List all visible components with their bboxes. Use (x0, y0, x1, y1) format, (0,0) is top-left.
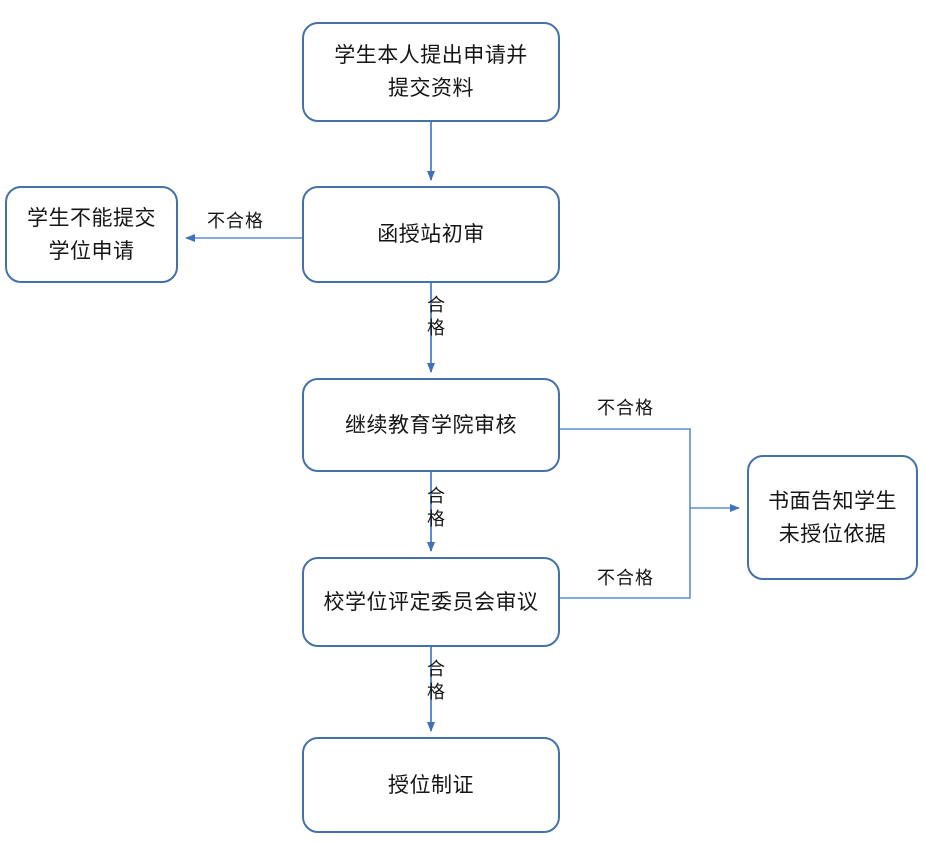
node-label: 函授站初审 (377, 222, 485, 247)
edge-label-pass-committee: 合格 (427, 659, 446, 704)
node-student-application[interactable]: 学生本人提出申请并 提交资料 (302, 22, 560, 122)
node-label: 校学位评定委员会审议 (323, 589, 539, 614)
node-cannot-apply[interactable]: 学生不能提交 学位申请 (5, 186, 178, 283)
edge-label-pass-college: 合格 (427, 486, 446, 531)
edge-label-fail-committee: 不合格 (597, 568, 654, 589)
node-label: 授位制证 (388, 772, 474, 797)
edge-label-fail-station: 不合格 (207, 211, 264, 232)
node-grant-degree-certificate[interactable]: 授位制证 (302, 737, 560, 833)
edge-college-to-notice (560, 428, 740, 512)
node-label: 学生本人提出申请并 提交资料 (334, 43, 528, 100)
node-correspondence-station-review[interactable]: 函授站初审 (302, 186, 560, 283)
node-label: 书面告知学生 未授位依据 (768, 488, 897, 546)
node-continuing-education-college-review[interactable]: 继续教育学院审核 (302, 378, 560, 472)
edge-label-pass-station: 合格 (427, 295, 446, 340)
edge-committee-to-notice (560, 508, 691, 599)
edge-label-fail-college: 不合格 (597, 398, 654, 419)
node-label: 继续教育学院审核 (345, 412, 517, 437)
node-written-notice-to-student[interactable]: 书面告知学生 未授位依据 (747, 455, 918, 580)
node-label: 学生不能提交 学位申请 (27, 205, 156, 263)
node-degree-committee-deliberation[interactable]: 校学位评定委员会审议 (302, 557, 560, 647)
